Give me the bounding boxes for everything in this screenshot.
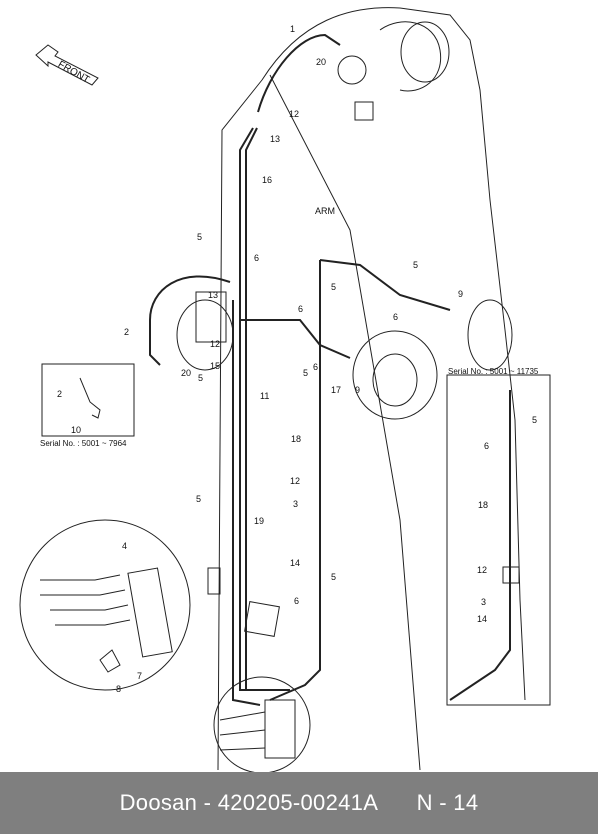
callout: 2 (57, 389, 62, 399)
inset-left-frame (41, 363, 135, 437)
footer-gap (378, 790, 416, 816)
pipe-line-11 (232, 300, 261, 706)
callout: 20 (181, 368, 191, 378)
arm-outline (217, 7, 526, 771)
callout: 7 (137, 671, 142, 681)
pivot-bolt (354, 101, 374, 121)
callout: 1 (290, 24, 295, 34)
callout: 2 (124, 327, 129, 337)
pipe-16b (245, 127, 258, 690)
bucket-cylinder-ring (352, 330, 438, 420)
inset-left-caption: Serial No. : 5001 ~ 7964 (40, 439, 127, 448)
detail-elbow (99, 649, 121, 673)
lower-detail-circle (213, 676, 311, 772)
side-plate (207, 567, 221, 595)
callout: 14 (290, 558, 300, 568)
right-boss (467, 299, 513, 371)
callout: 3 (481, 597, 486, 607)
footer-page: N - 14 (416, 790, 479, 815)
callout: 8 (116, 684, 121, 694)
callout: 11 (260, 391, 269, 401)
inset-right-plate (502, 566, 520, 584)
callout: 18 (478, 500, 488, 510)
callout: 6 (298, 304, 303, 314)
detail-hoses (40, 574, 131, 626)
callout: 5 (196, 494, 201, 504)
pipe-line-right (269, 260, 321, 701)
bracket-plate (244, 601, 280, 637)
callout: 3 (293, 499, 298, 509)
inset-right-caption: Serial No. : 5001 ~ 11735 (448, 367, 539, 376)
callout: 6 (393, 312, 398, 322)
callout: 20 (316, 57, 326, 67)
callout: 13 (208, 290, 218, 300)
bucket-cylinder-bore (372, 353, 418, 407)
lower-hoses (219, 711, 266, 751)
front-arrow (35, 44, 99, 86)
front-label: FRONT (56, 59, 91, 86)
callout: 5 (198, 373, 203, 383)
callout: 17 (331, 385, 341, 395)
footer-part-number: 420205-00241A (217, 790, 379, 815)
arm-pivot-boss (400, 21, 450, 83)
callout: 10 (71, 425, 81, 435)
lower-port-block (264, 699, 296, 759)
callout: 12 (290, 476, 300, 486)
callout: 6 (254, 253, 259, 263)
left-detail-circle (19, 519, 191, 691)
pivot-pin (337, 55, 367, 85)
callout: 5 (331, 572, 336, 582)
inset-right-pipe (449, 390, 511, 701)
callout: 5 (413, 260, 418, 270)
inset-right-frame (446, 374, 551, 706)
callout: 4 (122, 541, 127, 551)
hose-2 (149, 275, 231, 366)
arm-top-boss (379, 21, 442, 92)
detail-port-block (127, 567, 173, 658)
callout: 5 (331, 282, 336, 292)
hose-1 (257, 33, 341, 113)
callout: 15 (210, 361, 220, 371)
callout: 5 (197, 232, 202, 242)
callout: 19 (254, 516, 264, 526)
callout: 18 (291, 434, 301, 444)
pipe-middle (240, 319, 351, 359)
left-boss (176, 299, 234, 371)
callout: 12 (210, 339, 220, 349)
footer-bar: Doosan - 420205-00241A N - 14 (0, 772, 598, 834)
pipe-16 (239, 127, 290, 691)
callout: 6 (313, 362, 318, 372)
callout: 6 (484, 441, 489, 451)
callout: 12 (289, 109, 299, 119)
arm-label: ARM (315, 206, 335, 216)
callout: 14 (477, 614, 487, 624)
manifold-block (195, 291, 227, 343)
callout: 9 (355, 385, 360, 395)
hydraulic-piping-diagram: FRONT ARM Serial No. : 5001 ~ 7964 Seria… (19, 7, 551, 772)
pipe-upper-right (319, 259, 451, 311)
footer-brand: Doosan (119, 790, 198, 815)
footer-separator: - (197, 790, 218, 815)
callout: 13 (270, 134, 280, 144)
callout: 9 (458, 289, 463, 299)
callout: 5 (303, 368, 308, 378)
callout: 6 (294, 596, 299, 606)
callout: 12 (477, 565, 487, 575)
callout: 5 (532, 415, 537, 425)
callout: 16 (262, 175, 272, 185)
inset-left-part (79, 377, 101, 419)
